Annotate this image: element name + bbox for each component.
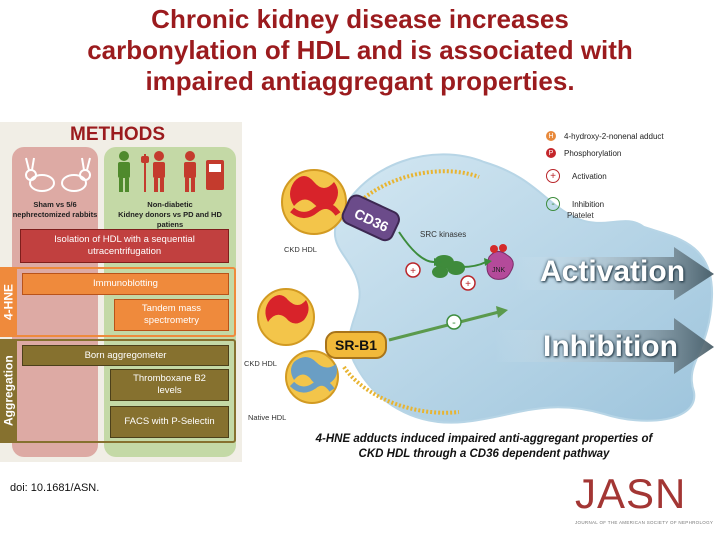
rabbit-group-line1: Sham vs 5/6 <box>33 200 77 209</box>
plus-label-2: + <box>465 279 471 290</box>
platelet-label: Platelet <box>567 211 594 220</box>
page-title: Chronic kidney disease increases carbony… <box>0 4 720 97</box>
legend-hne: H 4-hydroxy-2-nonenal adduct <box>546 128 716 144</box>
legend-phospho: P Phosphorylation <box>546 144 716 162</box>
rabbit-group-line2: nephrectomized rabbits <box>12 210 98 219</box>
jnk-icon <box>486 244 514 280</box>
ckd-hdl-bottom-icon <box>257 288 315 346</box>
activation-plus-icon-1 <box>405 262 421 278</box>
title-line-1: Chronic kidney disease increases <box>151 4 569 34</box>
isolation-line1: Isolation of HDL with a sequential <box>54 234 195 245</box>
legend-phospho-label: Phosphorylation <box>564 148 622 158</box>
legend-inhibition: - Inhibition <box>546 190 716 218</box>
tandem-mass-step: Tandem mass spectrometry <box>114 299 229 331</box>
activation-word: Activation <box>540 255 686 288</box>
conclusion-line2: CKD HDL through a CD36 dependent pathway <box>358 448 610 460</box>
born-aggregometer-step: Born aggregometer <box>22 345 229 366</box>
thromboxane-line2: levels <box>157 385 182 396</box>
jasn-logo-subtitle: JOURNAL OF THE AMERICAN SOCIETY OF NEPHR… <box>575 520 714 525</box>
isolation-step: Isolation of HDL with a sequential utrac… <box>20 229 229 263</box>
native-hdl-icon <box>285 350 339 404</box>
mechanism-diagram: CD36 SRC kinases JNK + + SR-B1 - <box>244 153 714 424</box>
thromboxane-step: Thromboxane B2 levels <box>110 369 229 401</box>
immunoblotting-step: Immunoblotting <box>22 273 229 295</box>
native-hdl-label: Native HDL <box>248 413 286 422</box>
isolation-line2: utracentrifugation <box>87 246 162 257</box>
legend: H 4-hydroxy-2-nonenal adduct P Phosphory… <box>546 128 716 218</box>
legend-inhibition-label: Inhibition <box>572 199 605 209</box>
ckd-hdl-top-label: CKD HDL <box>284 245 317 254</box>
legend-activation: + Activation <box>546 162 716 190</box>
phosphorylation-icon: P <box>546 148 556 158</box>
activation-plus-icon-2 <box>460 275 476 291</box>
tandem-line2: spectrometry <box>144 315 199 326</box>
doi-text: doi: 10.1681/ASN. <box>10 482 100 494</box>
rabbit-group-label: Sham vs 5/6 nephrectomized rabbits <box>12 200 98 220</box>
ckd-hdl-bottom-label: CKD HDL <box>244 359 277 368</box>
facs-step: FACS with P-Selectin <box>110 406 229 438</box>
inhibition-word: Inhibition <box>543 330 678 363</box>
title-line-3: impaired antiaggregant properties. <box>145 66 575 96</box>
rabbit-icon <box>25 157 91 192</box>
conclusion: 4-HNE adducts induced impaired anti-aggr… <box>250 432 718 462</box>
inhibition-icon: - <box>546 197 560 211</box>
patient-group-line1: Non-diabetic <box>147 200 193 209</box>
src-kinases-label: SRC kinases <box>420 230 466 239</box>
patients-icon <box>118 151 224 192</box>
aggregation-side-label: Aggregation <box>0 339 17 443</box>
plus-label-1: + <box>410 266 416 277</box>
minus-label: - <box>452 317 456 329</box>
src-kinase-icon <box>432 255 465 278</box>
inhibition-minus-icon <box>446 314 462 330</box>
srb1-label: SR-B1 <box>335 337 377 353</box>
legend-hne-label: 4-hydroxy-2-nonenal adduct <box>564 131 664 141</box>
hne-side-text: 4-HNE <box>1 284 16 321</box>
legend-activation-label: Activation <box>572 171 607 181</box>
activation-icon: + <box>546 169 560 183</box>
jasn-logo: JASN <box>575 470 687 517</box>
hne-side-label: 4-HNE <box>0 267 17 337</box>
jnk-label: JNK <box>492 267 506 274</box>
patient-group-label: Non-diabetic Kidney donors vs PD and HD … <box>104 200 236 230</box>
inhibition-arrow <box>494 318 714 374</box>
thromboxane-line1: Thromboxane B2 <box>133 373 206 384</box>
srb1-receptor <box>325 331 387 359</box>
title-line-2: carbonylation of HDL and is associated w… <box>87 35 633 65</box>
methods-heading: METHODS <box>70 124 165 145</box>
ckd-hdl-top-icon <box>281 169 347 235</box>
tandem-line1: Tandem mass <box>141 303 202 314</box>
activation-arrow <box>514 247 714 300</box>
patient-group-line2: Kidney donors vs PD and HD patiens <box>118 210 222 229</box>
conclusion-line1: 4-HNE adducts induced impaired anti-aggr… <box>315 433 653 445</box>
rabbit-column <box>12 147 98 457</box>
hne-adduct-icon: H <box>546 131 556 141</box>
aggregation-side-text: Aggregation <box>1 355 16 427</box>
cd36-receptor <box>341 194 400 242</box>
